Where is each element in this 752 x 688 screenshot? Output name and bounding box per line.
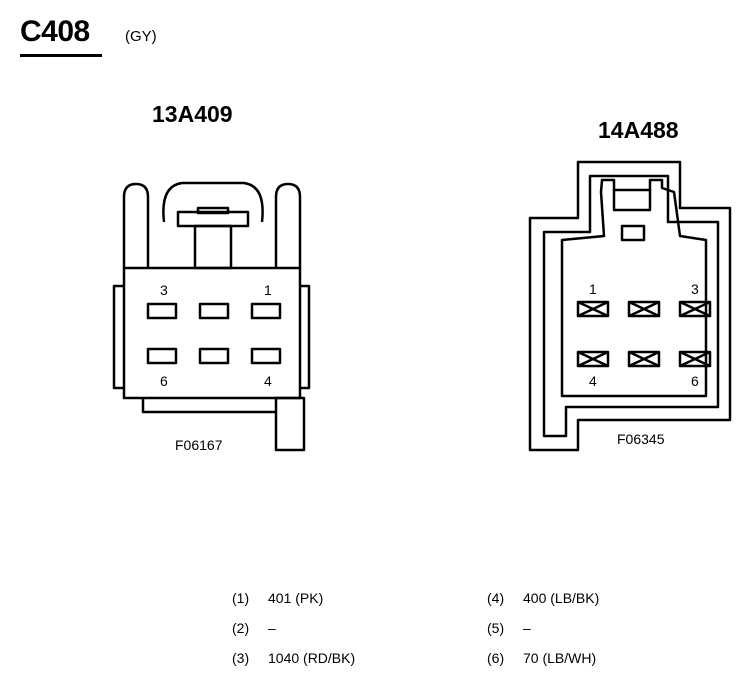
pin-row-4: (4) 400 (LB/BK)	[487, 590, 599, 606]
right-pin-label-bottom-right: 6	[691, 373, 699, 389]
pin-circuit: –	[268, 620, 276, 636]
left-figure-id: F06167	[175, 437, 223, 453]
left-pin-6	[146, 347, 178, 365]
connector-id: C408	[20, 15, 90, 48]
pin-circuit: 1040 (RD/BK)	[268, 650, 356, 666]
left-wire-tail	[274, 396, 306, 452]
right-pin-label-bottom-left: 4	[589, 373, 597, 389]
left-connector-drawing	[112, 181, 311, 452]
pin-row-2: (2) –	[232, 620, 276, 636]
pin-circuit: 401 (PK)	[268, 590, 324, 606]
left-bottom-lip	[141, 398, 276, 414]
pin-number: (5)	[487, 620, 505, 636]
right-pin-4	[576, 350, 610, 368]
right-latch-window	[620, 224, 646, 242]
pin-number: (6)	[487, 650, 505, 666]
left-pin-label-top-right: 1	[264, 282, 272, 298]
left-latch-arm-left	[122, 182, 150, 268]
right-figure-id: F06345	[617, 431, 665, 447]
right-pin-3	[678, 300, 712, 318]
right-connector-outer	[528, 160, 732, 452]
left-pin-label-top-left: 3	[160, 282, 168, 298]
left-flange-right	[300, 284, 311, 390]
left-pin-1	[250, 302, 282, 320]
right-latch-slot	[612, 190, 652, 212]
pin-number: (2)	[232, 620, 250, 636]
right-pin-label-top-left: 1	[589, 281, 597, 297]
pin-row-6: (6) 70 (LB/WH)	[487, 650, 596, 666]
left-latch-stem	[193, 224, 233, 270]
left-pin-3	[146, 302, 178, 320]
left-pin-label-bottom-right: 4	[264, 373, 272, 389]
pin-circuit: –	[523, 620, 531, 636]
pin-row-3: (3) 1040 (RD/BK)	[232, 650, 355, 666]
left-pin-5	[198, 347, 230, 365]
left-connector-body	[122, 266, 302, 400]
left-latch-arm-right	[274, 182, 302, 268]
left-top-latch	[162, 181, 264, 223]
right-connector-drawing	[528, 160, 732, 452]
connector-color-code: (GY)	[125, 28, 157, 45]
pin-circuit: 400 (LB/BK)	[523, 590, 600, 606]
left-connector-part-number: 13A409	[152, 101, 233, 127]
left-pin-label-bottom-left: 6	[160, 373, 168, 389]
right-pin-2	[627, 300, 661, 318]
left-flange-left	[112, 284, 124, 390]
left-pin-4	[250, 347, 282, 365]
pin-circuit: 70 (LB/WH)	[523, 650, 597, 666]
pin-number: (3)	[232, 650, 250, 666]
right-connector-part-number: 14A488	[598, 117, 679, 143]
right-pin-6	[678, 350, 712, 368]
right-pin-label-top-right: 3	[691, 281, 699, 297]
pin-row-5: (5) –	[487, 620, 531, 636]
left-pin-2	[198, 302, 230, 320]
right-connector-middle	[542, 174, 720, 438]
pin-row-1: (1) 401 (PK)	[232, 590, 323, 606]
pin-number: (4)	[487, 590, 505, 606]
right-pin-5	[627, 350, 661, 368]
title-underline	[20, 54, 102, 57]
right-pin-1	[576, 300, 610, 318]
pin-number: (1)	[232, 590, 250, 606]
right-connector-face	[560, 178, 708, 398]
